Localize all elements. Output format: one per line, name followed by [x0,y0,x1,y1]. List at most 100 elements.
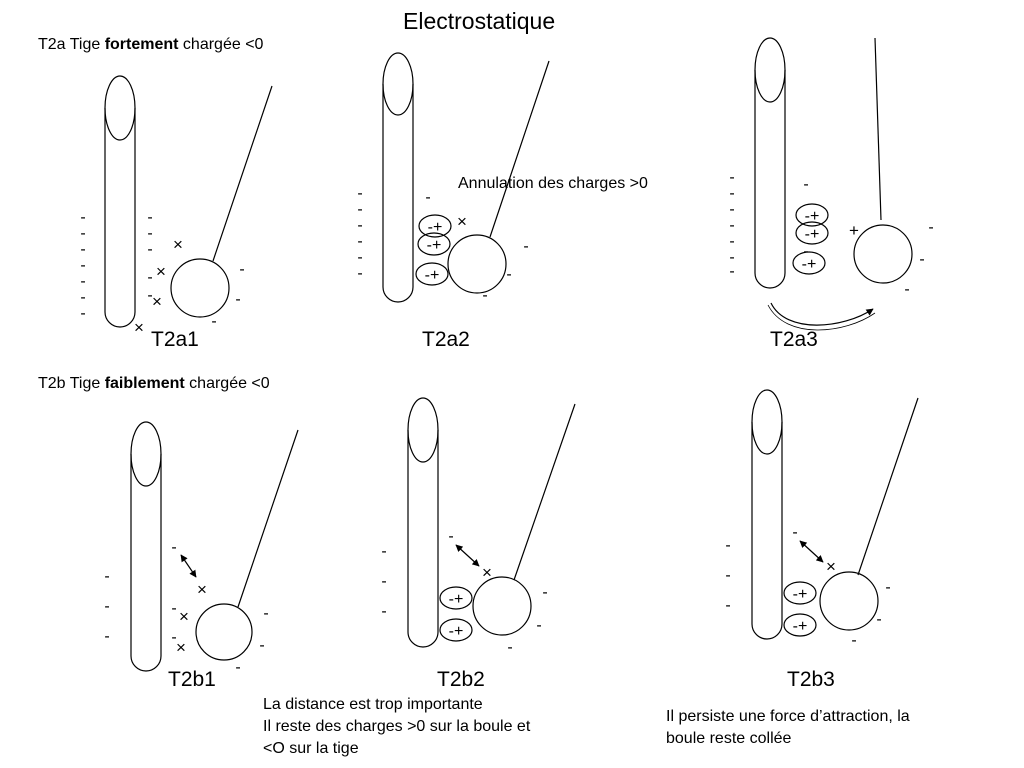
minus-sign: - [803,243,808,260]
minus-sign: - [928,219,933,236]
minus-sign: - [876,611,881,628]
minus-sign: - [171,600,176,617]
cross-sign: × [176,638,186,657]
dipole-sign: -+ [805,208,820,225]
note-t2b3-line: Il persiste une force d’attraction, la [666,708,910,725]
rod [104,108,136,328]
minus-sign: - [725,567,730,584]
charge-signs: - - - - × -+ -+ - - - [381,528,547,656]
cross-sign: × [173,235,183,254]
distance-arrow [180,554,197,578]
section-a-heading: T2a Tige fortement chargée <0 [38,36,263,54]
pendulum-ball [195,603,253,661]
cross-sign: × [134,318,144,337]
charge-signs: - - - - × -+ -+ - - - [725,524,890,649]
plus-sign: + [849,221,859,240]
minus-sign: - [171,629,176,646]
minus-sign: - [147,269,152,286]
rod-end [382,52,414,116]
dipole-pairs [415,214,452,286]
charge-signs: - - - - - - × × × - - - [104,539,268,676]
section-b-suffix: chargée <0 [184,375,270,392]
pendulum-thread [489,60,550,238]
dipole-outline [792,251,826,275]
minus-sign: - [381,603,386,620]
minus-sign: - [381,573,386,590]
charge-signs: - - - - - - - - -+ -+ -+ - + - - - [729,169,933,298]
cross-sign: × [197,580,207,599]
minus-sign: - [80,289,85,306]
minus-sign: - [235,659,240,676]
minus-sign: - [381,543,386,560]
minus-sign: - [80,257,85,274]
panel-label-t2b3: T2b3 [787,668,835,691]
minus-sign: - [171,539,176,556]
cross-sign: × [156,262,166,281]
annotation-charge-cancellation: Annulation des charges >0 [458,175,648,192]
rod-end [754,37,786,103]
rod [407,430,439,648]
minus-sign: - [80,225,85,242]
panel-t2a2: - - - - - - - -+ -+ -+ × - - - [357,52,550,304]
panel-t2a1: - - - - - - - - - - - - × × × × - - - [80,75,273,337]
minus-sign: - [357,185,362,202]
note-t2b2-line: La distance est trop importante [263,696,483,713]
minus-sign: - [80,305,85,322]
minus-sign: - [357,265,362,282]
minus-sign: - [792,524,797,541]
minus-sign: - [725,597,730,614]
charge-signs: - - - - - - - - - - - - × × × × - - - [80,209,244,337]
minus-sign: - [729,201,734,218]
minus-sign: - [211,313,216,330]
dipole-sign: -+ [427,237,442,254]
minus-sign: - [104,628,109,645]
minus-sign: - [507,639,512,656]
cross-sign: × [152,292,162,311]
pendulum-ball [170,258,230,318]
minus-sign: - [357,201,362,218]
minus-sign: - [80,209,85,226]
dipole-sign: -+ [449,623,464,640]
panel-label-t2a3: T2a3 [770,328,818,351]
minus-sign: - [147,225,152,242]
minus-sign: - [357,249,362,266]
charge-signs: - - - - - - - -+ -+ -+ × - - - [357,185,528,304]
dipole-outline [783,613,817,637]
dipole-sign: -+ [802,256,817,273]
dipole-sign: -+ [793,618,808,635]
pendulum-ball [447,234,507,294]
section-b-bold: faiblement [104,375,185,392]
panel-label-t2b2: T2b2 [437,668,485,691]
note-t2b2: La distance est trop importante Il reste… [263,694,530,760]
minus-sign: - [104,598,109,615]
minus-sign: - [729,185,734,202]
minus-sign: - [104,568,109,585]
minus-sign: - [729,263,734,280]
minus-sign: - [725,537,730,554]
dipole-outline [783,581,817,605]
note-t2b2-line: Il reste des charges >0 sur la boule et [263,718,531,735]
movement-arrow-shadow [767,304,876,331]
panel-t2b2: - - - - × -+ -+ - - - [381,397,576,656]
distance-arrow [455,544,480,567]
minus-sign: - [80,241,85,258]
minus-sign: - [919,251,924,268]
rod-end [104,75,136,141]
minus-sign: - [536,617,541,634]
minus-sign: - [357,217,362,234]
note-t2b3-line: boule reste collée [666,730,792,747]
dipole-outline [795,221,829,245]
minus-sign: - [357,233,362,250]
rod-end [130,421,162,487]
section-a-bold: fortement [104,36,179,53]
section-a-suffix: chargée <0 [178,36,264,53]
minus-sign: - [80,273,85,290]
cross-sign: × [482,563,492,582]
dipole-sign: -+ [805,226,820,243]
minus-sign: - [482,287,487,304]
dipole-outline [415,262,449,286]
minus-sign: - [729,169,734,186]
minus-sign: - [885,579,890,596]
panel-label-t2b1: T2b1 [168,668,216,691]
